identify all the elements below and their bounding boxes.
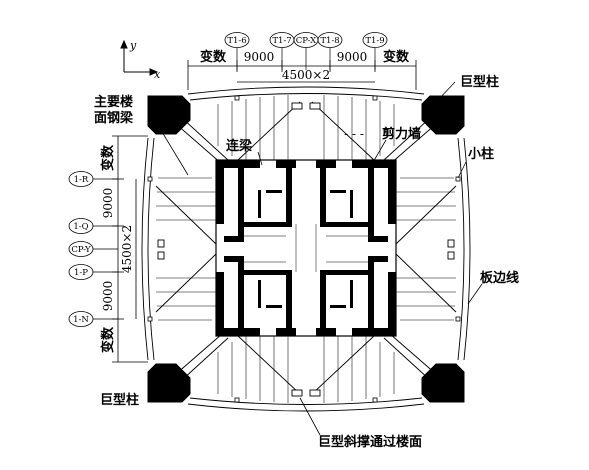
- grid-tag-1-q: 1-Q: [73, 222, 88, 232]
- top-variable-left: 变数: [200, 49, 227, 65]
- left-variable-top: 变数: [100, 144, 116, 171]
- left-span-top: 9000: [101, 188, 115, 219]
- top-total-dimension: 4500×2: [282, 68, 330, 82]
- perimeter-small-columns: [147, 95, 461, 403]
- top-variable-right: 变数: [383, 49, 410, 65]
- core-shear-walls: [215, 159, 397, 337]
- coupling-beam-label: 连梁: [226, 138, 253, 154]
- core-interior-lines: [244, 224, 368, 272]
- x-axis-label: x: [154, 68, 161, 81]
- diagonal-mega-braces: [155, 101, 457, 395]
- left-span-bottom: 9000: [101, 281, 115, 312]
- grid-tag-cp-y: CP-Y: [71, 245, 91, 255]
- top-grid-bubbles: [224, 32, 388, 48]
- dashed-indicator: - - -: [344, 127, 364, 141]
- top-dimension-lines: [187, 60, 417, 90]
- mega-column-label-bottom: 巨型柱: [100, 392, 139, 408]
- main-floor-beam-label-line1: 主要楼: [94, 94, 133, 110]
- main-floor-beam-label-line2: 面钢梁: [94, 110, 134, 126]
- left-grid-bubbles: [68, 171, 94, 327]
- axis-symbol: [120, 39, 159, 76]
- shear-wall-label: 剪力墙: [382, 126, 421, 142]
- grid-tag-1-n: 1-N: [73, 315, 89, 325]
- mega-column-label-top: 巨型柱: [460, 74, 499, 90]
- slab-edge-label: 板边线: [480, 270, 519, 286]
- grid-tag-t1-8: T1-8: [320, 36, 339, 46]
- slab-edge-outline: [141, 86, 471, 412]
- grid-tag-1-r: 1-R: [74, 175, 89, 185]
- left-dimension-lines: [112, 135, 148, 363]
- grid-tag-cp-x: CP-X: [296, 36, 317, 46]
- top-span-left: 9000: [244, 50, 275, 64]
- brace-connection-boxes: [157, 102, 455, 397]
- mega-column-top-right: [421, 95, 465, 135]
- small-column-label: 小柱: [468, 146, 494, 162]
- mega-columns: [147, 95, 465, 403]
- floor-beams: [156, 95, 456, 403]
- grid-tag-1-p: 1-P: [74, 268, 88, 278]
- mega-column-bottom-right: [421, 363, 465, 403]
- mega-brace-label: 巨型斜撑通过楼面: [318, 434, 422, 450]
- y-axis-label: y: [129, 39, 137, 52]
- grid-tag-t1-9: T1-9: [365, 36, 384, 46]
- left-variable-bottom: 变数: [100, 326, 116, 353]
- grid-tag-t1-6: T1-6: [227, 36, 246, 46]
- label-leaders: [149, 81, 483, 436]
- mega-column-top-left: [147, 95, 191, 135]
- top-span-right: 9000: [337, 50, 368, 64]
- left-total-dimension: 4500×2: [120, 225, 134, 273]
- grid-tag-t1-7: T1-7: [272, 36, 291, 46]
